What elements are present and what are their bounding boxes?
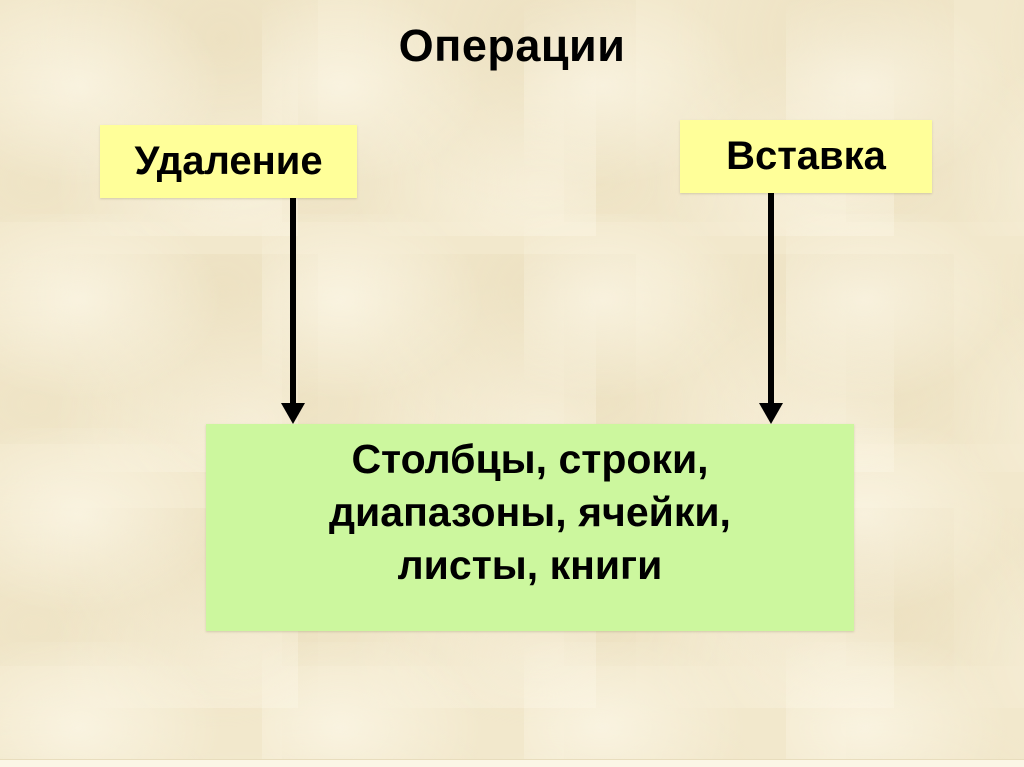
- targets-line-2: диапазоны, ячейки,: [329, 489, 731, 535]
- insert-operation-box: Вставка: [680, 120, 932, 193]
- insert-operation-label: Вставка: [726, 134, 886, 178]
- delete-operation-box: Удаление: [100, 125, 357, 198]
- page-title: Операции: [398, 20, 626, 71]
- delete-operation-label: Удаление: [134, 139, 323, 183]
- targets-box: Столбцы, строки, диапазоны, ячейки, лист…: [206, 424, 854, 631]
- targets-line-3: листы, книги: [397, 542, 663, 588]
- slide-bottom-edge: [0, 759, 1024, 767]
- insert-down-arrow-icon: [759, 193, 783, 424]
- targets-line-1: Столбцы, строки,: [351, 436, 709, 482]
- delete-down-arrow-icon: [281, 198, 305, 424]
